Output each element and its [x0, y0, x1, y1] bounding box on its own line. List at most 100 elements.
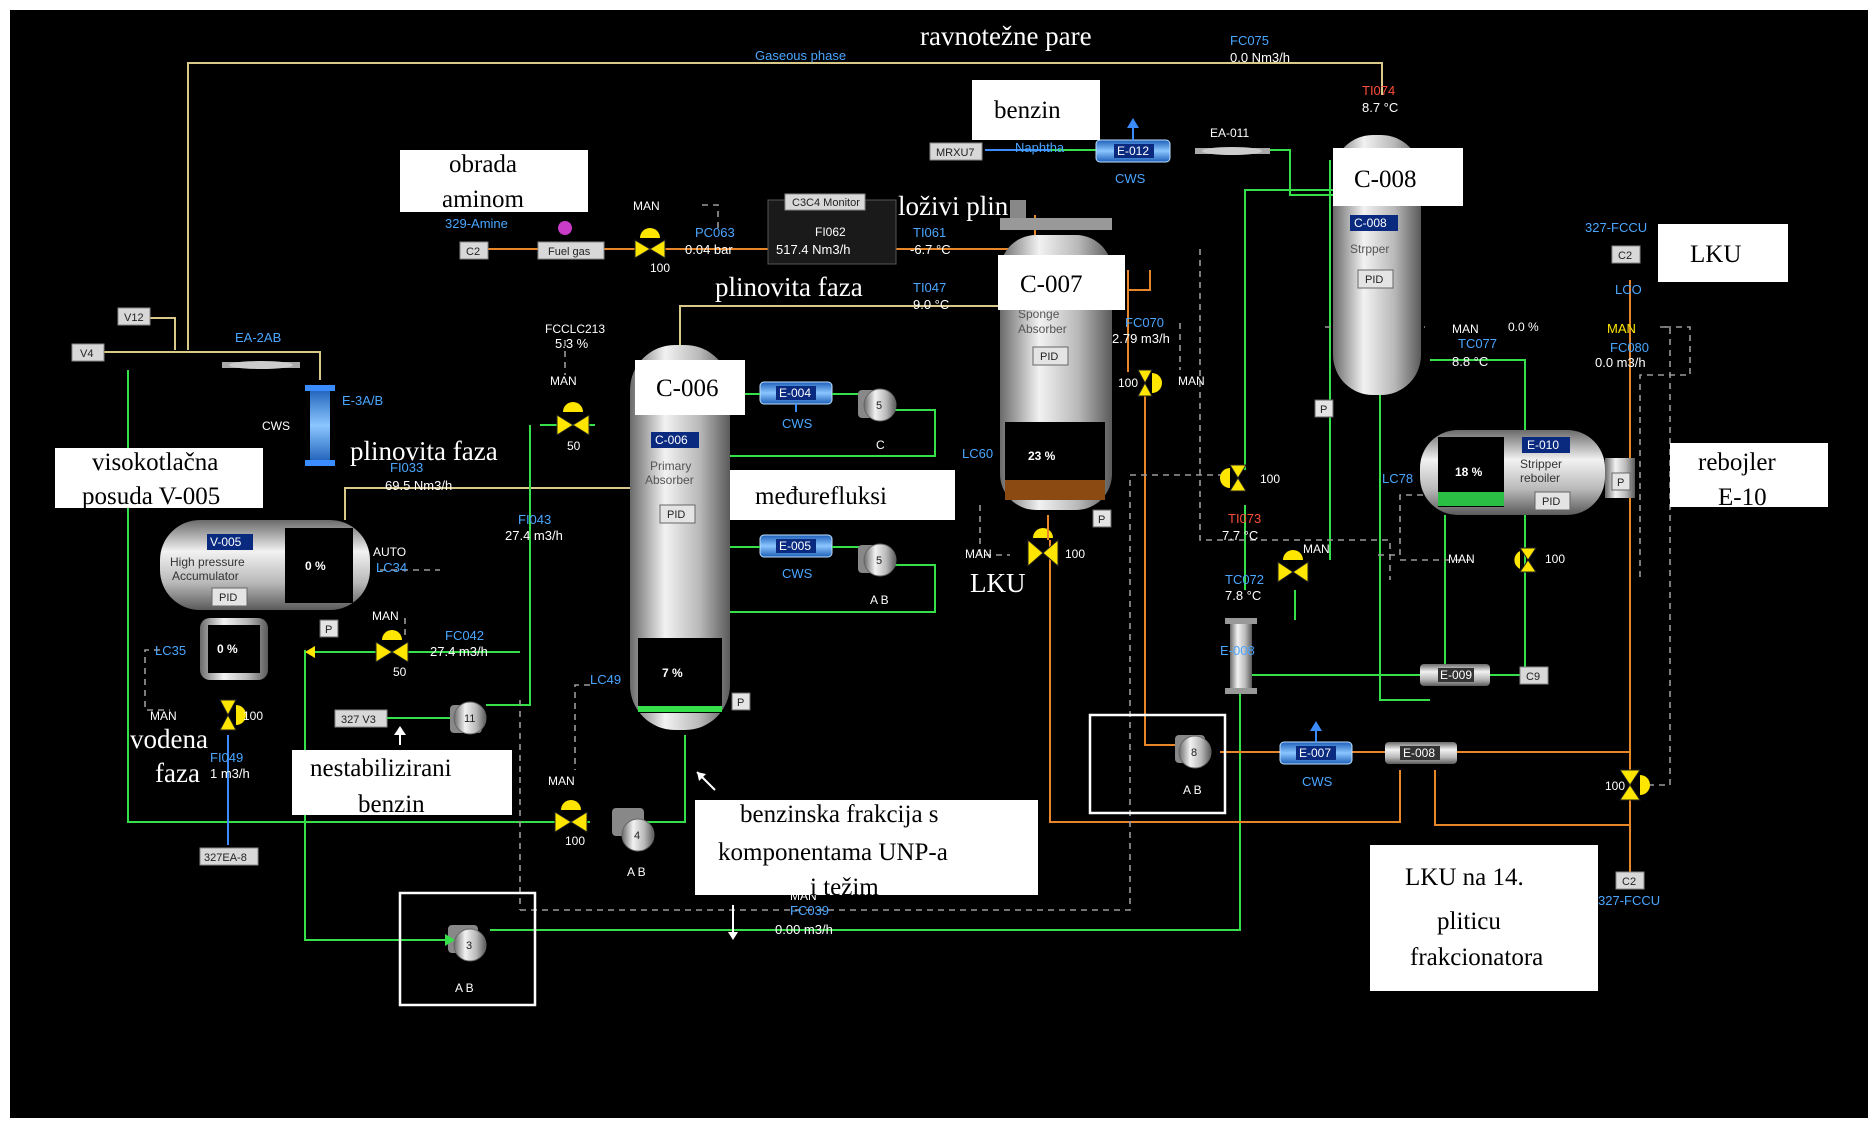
ea8-label: 327EA-8	[204, 852, 247, 864]
pump-5ab-letter: A B	[870, 593, 889, 607]
fcclc213-valve[interactable]	[556, 402, 590, 436]
c007-pid[interactable]: PID	[1040, 351, 1058, 363]
c008-tag: C-008	[1354, 216, 1387, 230]
v005-level: 0 %	[305, 559, 326, 573]
c3c4-monitor-button[interactable]	[784, 193, 866, 211]
e005-exchanger[interactable]: E-005 CWS	[759, 534, 833, 581]
fc042-tag[interactable]: FC042	[445, 628, 484, 643]
pump-5c[interactable]: 5 C	[858, 388, 897, 452]
fi062-tag[interactable]: FI062	[815, 225, 846, 239]
fccu-top-label: 327-FCCU	[1585, 220, 1647, 235]
ti061-tag[interactable]: TI061	[913, 225, 946, 240]
c008-p-button[interactable]	[1314, 399, 1334, 418]
pct-lc35: 100	[243, 709, 263, 723]
ea2ab-aircooler[interactable]: EA-2AB	[222, 330, 300, 369]
v4-box[interactable]	[71, 343, 105, 362]
fi043-tag[interactable]: FI043	[518, 512, 551, 527]
c006-pid[interactable]: PID	[667, 509, 685, 521]
annotation-rebojler-box	[1670, 443, 1828, 507]
c007-p-button[interactable]	[1092, 509, 1112, 528]
lc78-valve[interactable]	[1514, 547, 1537, 573]
fi049-tag[interactable]: FI049	[210, 750, 243, 765]
annotation-frakcionatora: frakcionatora	[1410, 944, 1543, 971]
tc072-tag[interactable]: TC072	[1225, 572, 1264, 587]
fc070-tag[interactable]: FC070	[1125, 315, 1164, 330]
pump-3[interactable]: 3 A B	[448, 925, 487, 995]
v005-boot[interactable]: 0 %	[200, 618, 268, 680]
e010-p-button[interactable]	[1611, 472, 1631, 491]
c2-left-box[interactable]	[459, 241, 489, 260]
fcclc213-tag[interactable]: FCCLC213	[545, 322, 605, 336]
c006-p-button[interactable]	[731, 692, 751, 711]
pipes	[100, 62, 1691, 941]
lc49-valve[interactable]	[554, 800, 588, 833]
annotation-benzinska-box	[695, 800, 1038, 895]
pc063-valve[interactable]	[634, 228, 666, 259]
e008-horizontal-exchanger[interactable]: E-008	[1385, 742, 1457, 764]
e009-exchanger[interactable]: E-009	[1420, 664, 1490, 686]
fc070-valve[interactable]	[1137, 369, 1162, 397]
e012-tag: E-012	[1117, 144, 1149, 158]
ti074-tag[interactable]: TI074	[1362, 83, 1395, 98]
c2-bottom-box[interactable]	[1615, 871, 1645, 890]
ea8-box[interactable]	[199, 847, 259, 866]
pct-lc78: 100	[1545, 552, 1565, 566]
fuel-gas-box[interactable]	[537, 241, 605, 260]
e010-pid[interactable]: PID	[1542, 496, 1560, 508]
tc077-tag[interactable]: TC077	[1458, 336, 1497, 351]
ti073-tag[interactable]: TI073	[1228, 511, 1261, 526]
v005-p-button[interactable]	[319, 619, 339, 638]
annotation-c006-box	[635, 360, 745, 415]
e004-exchanger[interactable]: E-004 CWS	[759, 381, 833, 431]
pump-4[interactable]: 4 A B	[612, 808, 655, 879]
lc78-tag[interactable]: LC78	[1382, 471, 1413, 486]
e010-reboiler[interactable]: 18 % E-010 Stripper reboiler PID	[1420, 430, 1605, 515]
annotation-benzin-box	[972, 80, 1100, 140]
annotation-visokotlacna: visokotlačna	[92, 449, 218, 476]
pc063-tag[interactable]: PC063	[695, 225, 735, 240]
annotation-medurefluksi: međurefluksi	[755, 483, 887, 510]
v005-pid[interactable]: PID	[219, 592, 237, 604]
c006-primary-absorber[interactable]: C-006 Primary Absorber PID 7 %	[630, 345, 730, 730]
e007-exchanger[interactable]: E-007 CWS	[1279, 721, 1353, 789]
e008-vertical-exchanger[interactable]: E-008	[1220, 618, 1257, 694]
ti047-tag[interactable]: TI047	[913, 280, 946, 295]
e3ab-exchanger[interactable]: E-3A/B CWS	[262, 385, 383, 466]
lc34-tag[interactable]: LC34	[376, 560, 407, 575]
fc042-valve[interactable]	[375, 630, 409, 663]
fc080-valve[interactable]	[1619, 769, 1650, 801]
lc49-tag[interactable]: LC49	[590, 672, 621, 687]
e012-exchanger[interactable]: E-012 CWS	[1095, 118, 1171, 186]
c006-p-label: P	[737, 697, 744, 709]
lc60-valve[interactable]	[1027, 528, 1059, 568]
tc072-valve[interactable]	[1277, 550, 1309, 583]
fc075-tag[interactable]: FC075	[1230, 33, 1269, 48]
c008-pid[interactable]: PID	[1365, 274, 1383, 286]
cws-e012-label: CWS	[1115, 171, 1146, 186]
tc077-value: 8.8 °C	[1452, 354, 1488, 369]
pump-5ab[interactable]: 5 A B	[858, 543, 897, 607]
pump-8-letter: A B	[1183, 783, 1202, 797]
lc35-valve[interactable]	[219, 699, 246, 731]
c2-right-box[interactable]	[1611, 245, 1641, 264]
c008-feed-valve[interactable]	[1220, 464, 1247, 492]
ea011-aircooler[interactable]: EA-011	[1195, 126, 1270, 155]
fi033-tag[interactable]: FI033	[390, 460, 423, 475]
pump-8[interactable]: 8 A B	[1175, 735, 1212, 797]
pct-lc49: 100	[565, 834, 585, 848]
v005-accumulator[interactable]: V-005 High pressure Accumulator PID 0 %	[160, 520, 370, 610]
pump-8-highlight	[1088, 713, 1227, 815]
lc35-tag[interactable]: LC35	[155, 643, 186, 658]
lc60-tag[interactable]: LC60	[962, 446, 993, 461]
pump-11[interactable]: 11	[450, 701, 487, 735]
annotation-pliticu: pliticu	[1437, 908, 1501, 935]
c9-box[interactable]	[1519, 666, 1549, 685]
mrxu7-box[interactable]	[929, 142, 983, 161]
fc042-value: 27.4 m3/h	[430, 644, 488, 659]
e010-level: 18 %	[1455, 465, 1483, 479]
fc080-tag[interactable]: FC080	[1610, 340, 1649, 355]
man-tc072: MAN	[1303, 542, 1330, 556]
fc039-tag[interactable]: FC039	[790, 903, 829, 918]
v12-box[interactable]	[117, 307, 151, 326]
